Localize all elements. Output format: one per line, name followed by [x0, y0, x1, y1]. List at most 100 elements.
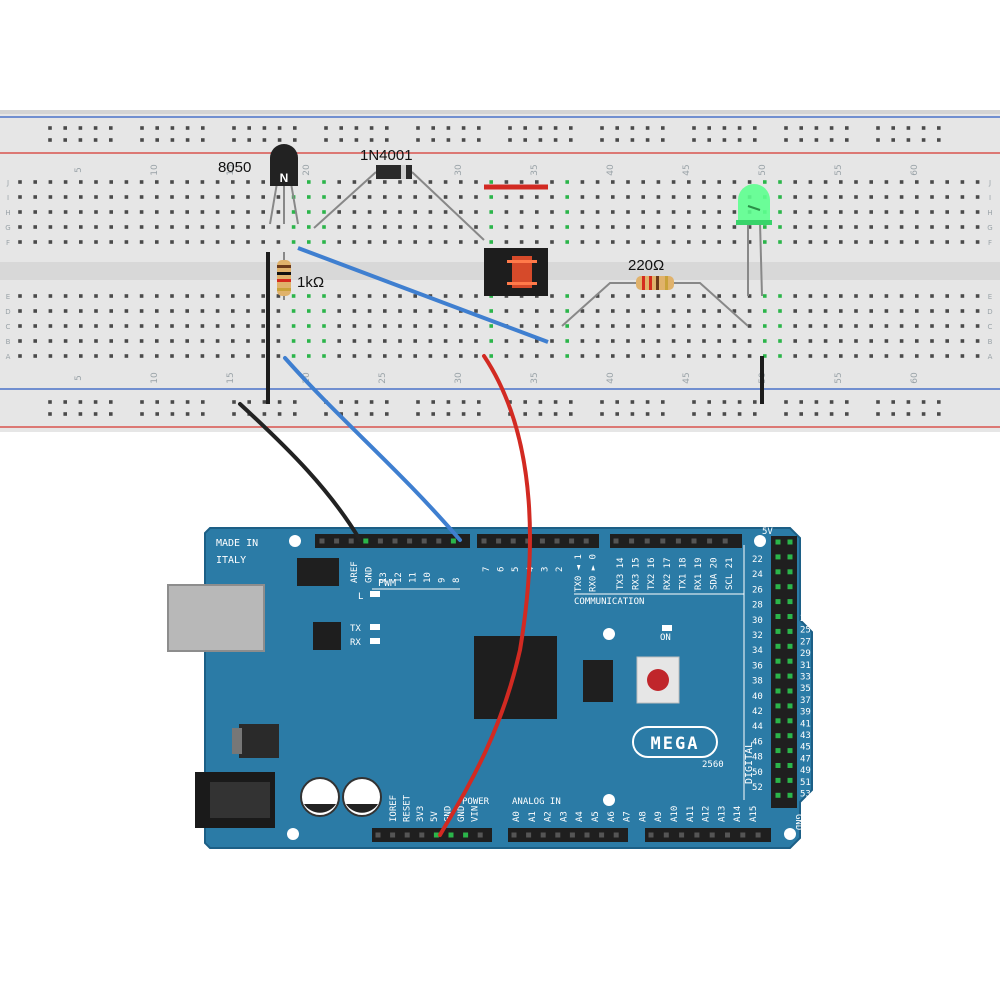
breadboard-rail-hole	[170, 412, 175, 416]
breadboard-hole	[398, 195, 402, 199]
breadboard-hole	[459, 225, 463, 229]
breadboard-hole	[519, 210, 524, 214]
breadboard-hole	[671, 195, 676, 199]
breadboard-rail-hole	[645, 412, 650, 416]
breadboard-hole	[747, 240, 752, 244]
breadboard-hole	[945, 354, 949, 358]
breadboard-hole	[763, 324, 767, 328]
header-pin	[787, 718, 793, 724]
pin-label-digital-double: 51	[800, 778, 811, 788]
header-pin	[496, 538, 502, 544]
header-pin	[540, 832, 546, 838]
pin-label-digital: AREF	[350, 561, 360, 583]
breadboard-hole	[261, 294, 265, 298]
breadboard-edge-top	[0, 110, 1000, 114]
led-lead	[759, 221, 763, 297]
breadboard-rail-hole	[630, 400, 635, 404]
breadboard-hole	[839, 210, 843, 214]
breadboard-hole	[155, 195, 159, 199]
breadboard-hole	[960, 354, 965, 358]
breadboard-hole	[489, 210, 493, 214]
breadboard-hole	[854, 180, 858, 184]
breadboard-hole	[367, 240, 372, 244]
breadboard-hole	[975, 309, 980, 313]
breadboard-hole	[276, 240, 281, 244]
breadboard-rail-hole	[416, 400, 420, 404]
breadboard-hole	[747, 339, 752, 343]
breadboard-hole	[428, 339, 433, 343]
breadboard-rail-hole	[722, 400, 727, 404]
breadboard-rail-hole	[262, 400, 267, 404]
breadboard-rail-hole	[508, 138, 512, 142]
resistor-band	[277, 288, 291, 291]
breadboard-hole	[291, 240, 296, 244]
breadboard-hole	[352, 195, 357, 199]
breadboard-hole	[307, 210, 311, 214]
breadboard-hole	[641, 339, 645, 343]
regulator-tab	[232, 728, 242, 754]
breadboard-row-letter: J	[988, 179, 991, 187]
breadboard-hole	[550, 339, 554, 343]
analog-in-label: ANALOG IN	[512, 797, 561, 807]
breadboard-hole	[626, 195, 630, 199]
breadboard-hole	[915, 354, 919, 358]
breadboard-hole	[185, 180, 189, 184]
breadboard-hole	[671, 240, 676, 244]
breadboard-hole	[18, 324, 22, 328]
breadboard-rail-hole	[477, 138, 481, 142]
breadboard-hole	[200, 294, 205, 298]
breadboard-hole	[915, 339, 919, 343]
breadboard-hole	[504, 195, 509, 199]
breadboard-row-letter: E	[988, 293, 992, 301]
breadboard-hole	[732, 339, 737, 343]
breadboard-rail-hole	[385, 126, 389, 130]
pin-label-digital-double: 50	[752, 768, 763, 778]
breadboard-hole	[854, 240, 858, 244]
breadboard-rail-hole	[477, 126, 481, 130]
breadboard-hole	[291, 309, 296, 313]
breadboard-row-letter: H	[987, 209, 992, 217]
breadboard-hole	[839, 294, 843, 298]
breadboard-hole	[428, 240, 433, 244]
header-pin	[787, 777, 793, 783]
header-pin	[663, 832, 669, 838]
breadboard-hole	[565, 210, 569, 214]
breadboard-rail-hole	[845, 412, 849, 416]
breadboard-row-letter: A	[6, 353, 11, 361]
breadboard-hole	[474, 354, 478, 358]
breadboard-rail-hole	[891, 412, 895, 416]
breadboard-hole	[18, 210, 22, 214]
breadboard-hole	[63, 240, 68, 244]
breadboard-column-number: 50	[758, 164, 768, 176]
breadboard-hole	[869, 309, 873, 313]
breadboard-hole	[307, 225, 311, 229]
breadboard-hole	[322, 354, 326, 358]
breadboard-hole	[48, 210, 53, 214]
reset-button-cap[interactable]	[647, 669, 669, 691]
breadboard-hole	[960, 210, 965, 214]
breadboard-hole	[823, 354, 828, 358]
breadboard-hole	[611, 354, 615, 358]
breadboard-hole	[185, 225, 189, 229]
breadboard-rail-hole	[906, 138, 911, 142]
breadboard-hole	[915, 294, 919, 298]
led-l-label: L	[358, 592, 363, 602]
mount-hole	[603, 794, 615, 806]
breadboard-column-number: 20	[302, 372, 312, 384]
breadboard-rail-hole	[921, 412, 926, 416]
breadboard-hole	[519, 354, 524, 358]
breadboard-hole	[155, 240, 159, 244]
breadboard-rail-hole	[232, 138, 236, 142]
breadboard-hole	[307, 240, 311, 244]
breadboard-rail-hole	[339, 138, 343, 142]
breadboard-rail-hole	[109, 138, 113, 142]
breadboard-rail-hole	[876, 126, 880, 130]
breadboard-hole	[291, 294, 296, 298]
breadboard-rail-hole	[109, 126, 113, 130]
resistor-band	[277, 279, 291, 282]
header-pin	[787, 539, 793, 545]
pwm-label: PWM	[378, 578, 396, 589]
header-pin	[377, 538, 383, 544]
breadboard-hole	[854, 210, 858, 214]
breadboard-hole	[641, 225, 645, 229]
